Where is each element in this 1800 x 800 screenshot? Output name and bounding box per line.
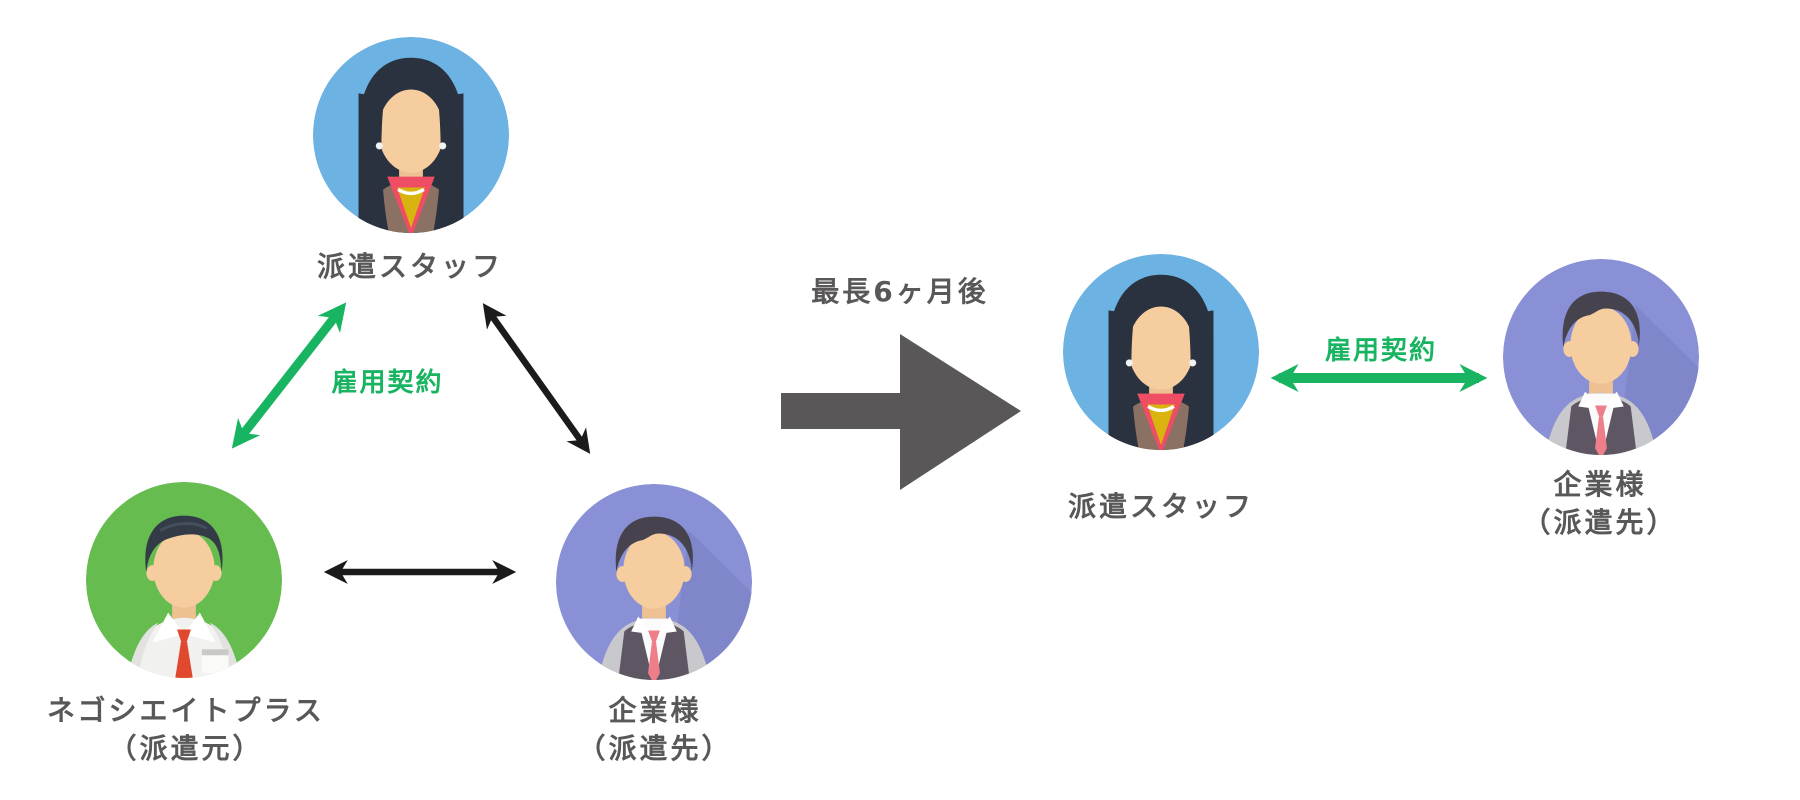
agency-label: ネゴシエイトプラス （派遣元）	[16, 692, 356, 768]
transition-label: 最長6ヶ月後	[811, 275, 989, 308]
transition-arrow	[781, 334, 1021, 490]
staff-client-relation-arrow	[482, 303, 591, 454]
client-company-sub-before: （派遣先）	[577, 732, 733, 765]
employment-contract-arrow-before	[231, 302, 347, 449]
agency-avatar	[85, 481, 283, 679]
client-company-name-after: 企業様	[1553, 468, 1647, 501]
client-company-name-before: 企業様	[608, 694, 702, 727]
dispatch-staff-avatar-before	[312, 36, 510, 234]
agency-name: ネゴシエイトプラス	[47, 694, 325, 727]
employment-contract-label-before: 雇用契約	[331, 368, 444, 398]
dispatch-staff-label-after: 派遣スタッフ	[1067, 490, 1254, 523]
agency-sub: （派遣元）	[108, 732, 264, 765]
client-company-avatar-after	[1502, 258, 1700, 456]
client-company-label-before: 企業様 （派遣先）	[535, 692, 775, 768]
client-company-sub-after: （派遣先）	[1522, 506, 1678, 539]
dispatch-staff-label-before: 派遣スタッフ	[316, 250, 503, 283]
employment-contract-label-after: 雇用契約	[1324, 336, 1437, 366]
client-company-avatar-before	[555, 483, 753, 681]
client-company-label-after: 企業様 （派遣先）	[1480, 466, 1720, 542]
dispatch-staff-avatar-after	[1062, 253, 1260, 451]
